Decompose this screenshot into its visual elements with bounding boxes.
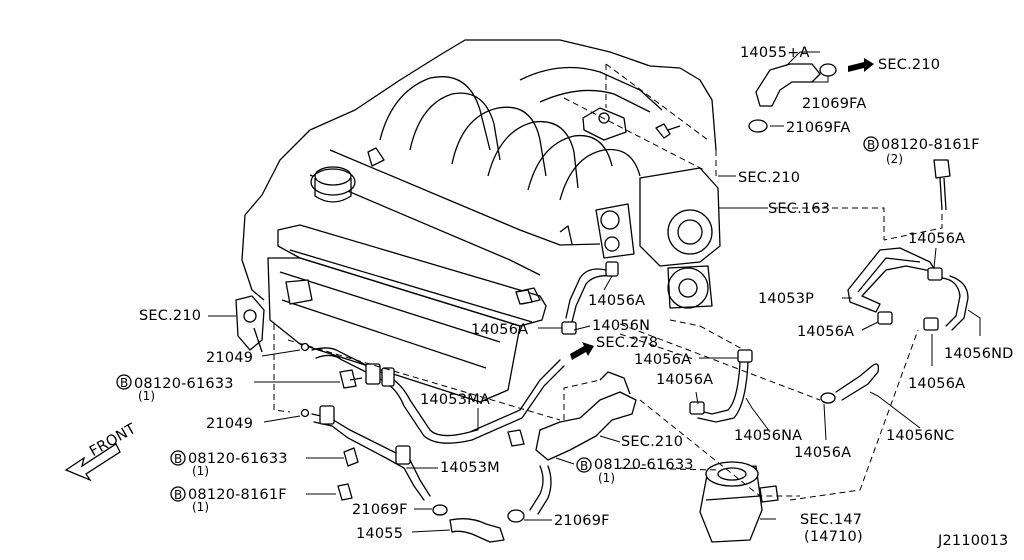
label-bolt-61633-2: 08120-61633 [188,451,288,467]
label-14056A-r3: 14056A [908,376,965,392]
bolt-markers: B B B B B [116,136,879,502]
label-14056NC: 14056NC [886,428,955,444]
label-14053M: 14053M [440,460,500,476]
label-14053MA: 14053MA [420,392,490,408]
label-sec278: SEC.278 [596,335,658,351]
label-14056NA: 14056NA [734,428,802,444]
label-bolt-61633-3-qty: (1) [598,471,615,485]
front-arrow-icon [64,443,121,482]
label-sec210-top: SEC.210 [878,57,940,73]
label-21069FA-1: 21069FA [802,96,866,112]
label-bolt-61633-1-qty: (1) [138,389,155,403]
label-14056N: 14056N [592,318,650,334]
label-14056A-c3: 14056A [634,352,691,368]
label-bolt-61633-3: 08120-61633 [594,457,694,473]
label-14056A-r1: 14056A [908,231,965,247]
bolt-marker-b: B [174,488,182,502]
label-sec163: SEC.163 [768,201,830,217]
center-parts [507,261,880,543]
label-21049-2: 21049 [206,416,253,432]
label-sec210-left: SEC.210 [139,308,201,324]
label-14055A: 14055+A [740,45,810,61]
label-sec210-mid: SEC.210 [738,170,800,186]
label-sec147-sub: (14710) [804,529,863,545]
label-21069FA-2: 21069FA [786,120,850,136]
label-14056A-c5: 14056A [794,445,851,461]
label-bolt-8161F-top-qty: (2) [886,152,903,166]
label-sec147: SEC.147 [800,512,862,528]
arrows [64,58,874,482]
leader-lines [208,51,981,533]
label-14056A-r2: 14056A [797,324,854,340]
label-14056ND: 14056ND [944,346,1014,362]
label-14055: 14055 [356,526,403,542]
label-21069F-2: 21069F [554,513,610,529]
label-bolt-8161F-low-qty: (1) [192,500,209,514]
label-bolt-8161F-top: 08120-8161F [881,137,980,153]
bolt-marker-b: B [867,138,875,152]
label-14053P: 14053P [758,291,814,307]
arrow-sec210-top-icon [848,58,874,72]
label-14056A-c1: 14056A [588,293,645,309]
label-21069F-1: 21069F [352,502,408,518]
label-14056A-c2: 14056A [471,322,528,338]
label-21049-1: 21049 [206,350,253,366]
label-sec210-low: SEC.210 [621,434,683,450]
bolt-marker-b: B [174,452,182,466]
bolt-marker-b: B [120,376,128,390]
diagram-id: J2110013 [937,533,1008,549]
label-14056A-c4: 14056A [656,372,713,388]
label-bolt-8161F-low: 08120-8161F [188,487,287,503]
front-label: FRONT [87,421,139,460]
label-bolt-61633-2-qty: (1) [192,464,209,478]
arrow-sec278-icon [570,342,594,360]
label-bolt-61633-1: 08120-61633 [134,376,234,392]
left-parts [235,279,565,543]
engine-drawing [241,39,721,403]
bolt-marker-b: B [580,459,588,473]
